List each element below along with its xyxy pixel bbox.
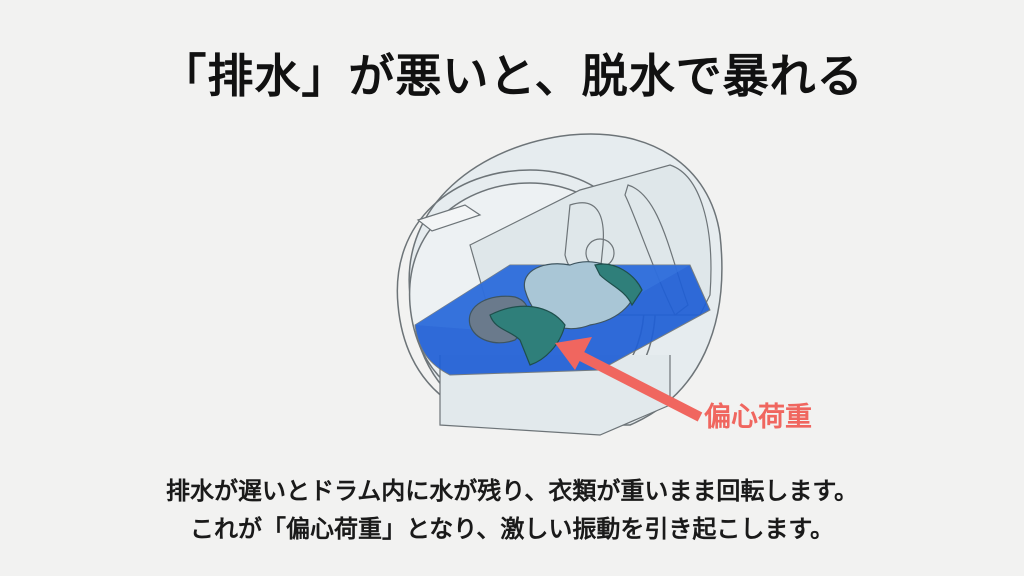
caption-line-1: 排水が遅いとドラム内に水が残り、衣類が重いまま回転します。 [166,477,858,505]
drum-cutaway-icon [396,133,723,436]
callout-label: 偏心荷重 [704,402,812,433]
slide-title: 「排水」が悪いと、脱水で暴れる [160,49,864,103]
caption-line-2: これが「偏心荷重」となり、激しい振動を引き起こします。 [190,515,834,543]
washing-machine-illustration [370,125,850,455]
caption: 排水が遅いとドラム内に水が残り、衣類が重いまま回転します。 これが「偏心荷重」と… [0,472,1024,548]
